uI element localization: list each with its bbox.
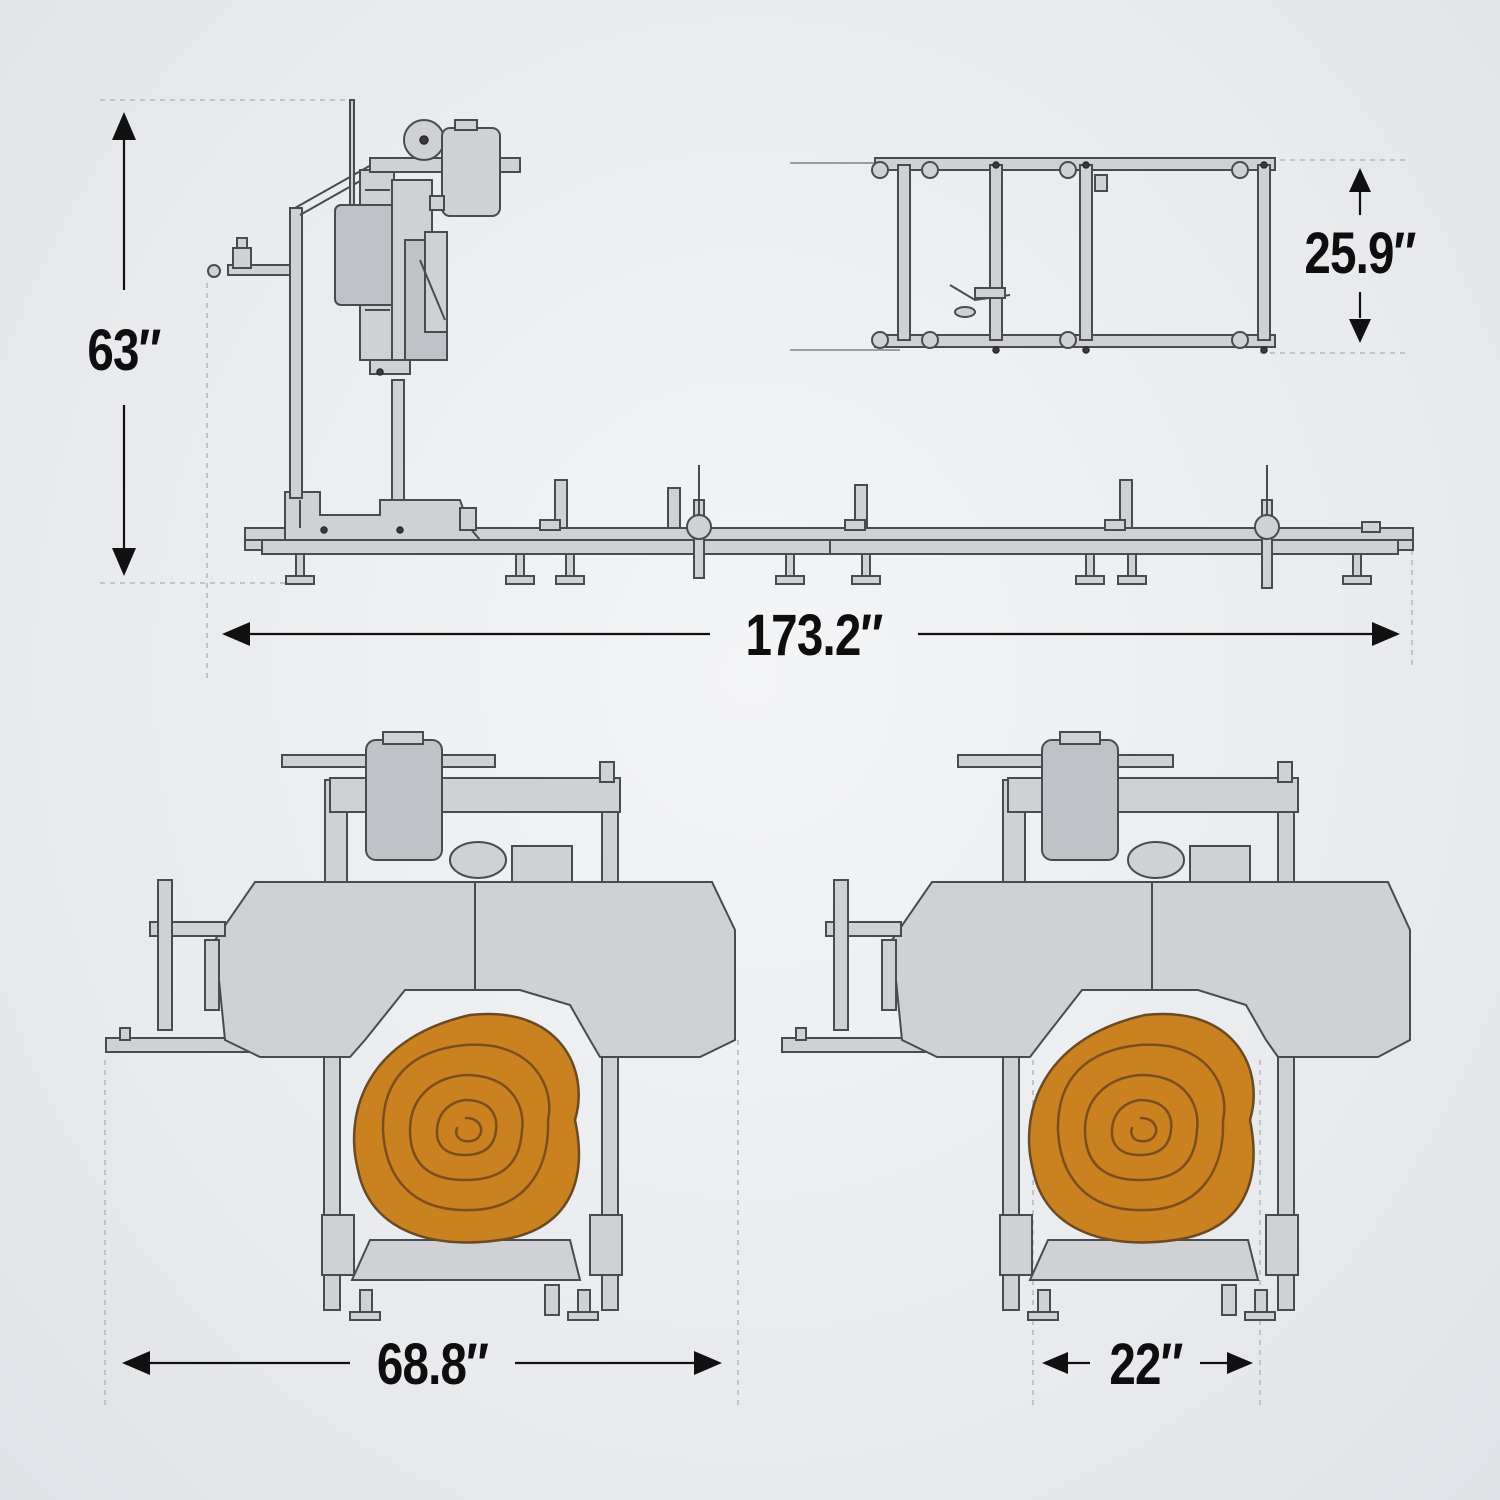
machine-width-dimension-label: 68.8″ <box>376 1332 489 1397</box>
rail-feet <box>285 553 1372 585</box>
side-view <box>207 99 1414 589</box>
log-clamps <box>539 465 1381 589</box>
length-dimension-label: 173.2″ <box>745 603 884 668</box>
log-diameter-dimension-label: 22″ <box>1109 1332 1183 1397</box>
log-left <box>352 1012 581 1244</box>
dimension-arrows <box>112 112 1400 1375</box>
front-view-left <box>105 731 736 1321</box>
height-dimension-label: 63″ <box>87 318 161 383</box>
track-width-dimension-label: 25.9″ <box>1304 221 1416 286</box>
side-carriage <box>207 99 521 541</box>
top-view-track <box>790 157 1276 354</box>
front-view-right <box>781 731 1411 1321</box>
log-right <box>1027 1012 1255 1244</box>
